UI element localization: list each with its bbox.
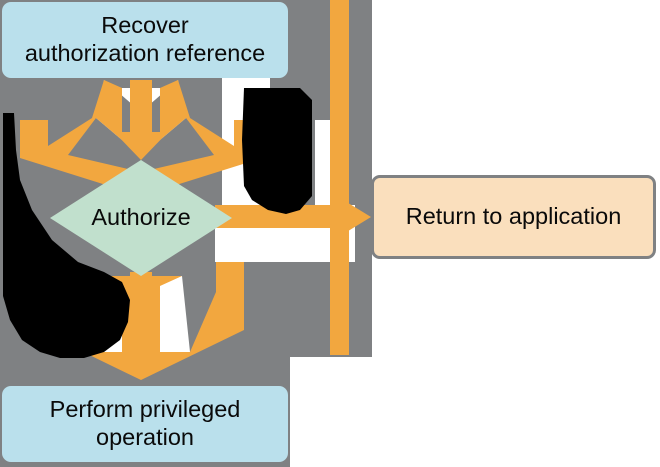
arrow-recover-to-authorize <box>20 80 262 196</box>
blob-left-artifact <box>3 113 130 358</box>
node-return-label: Return to application <box>405 203 622 230</box>
node-authorize-label: Authorize <box>91 204 191 231</box>
node-recover-authorization-reference[interactable]: Recover authorization reference <box>2 2 288 78</box>
node-recover-label: Recover authorization reference <box>24 12 266 66</box>
arrow-authorize-to-return <box>215 0 371 355</box>
blob-right-artifact <box>242 88 312 214</box>
node-perform-label: Perform privileged operation <box>49 396 241 450</box>
node-perform-privileged-operation[interactable]: Perform privileged operation <box>2 386 288 462</box>
node-return-to-application[interactable]: Return to application <box>371 175 656 259</box>
node-authorize-decision[interactable]: Authorize <box>50 160 232 276</box>
decision-diamond-shape <box>50 160 232 276</box>
